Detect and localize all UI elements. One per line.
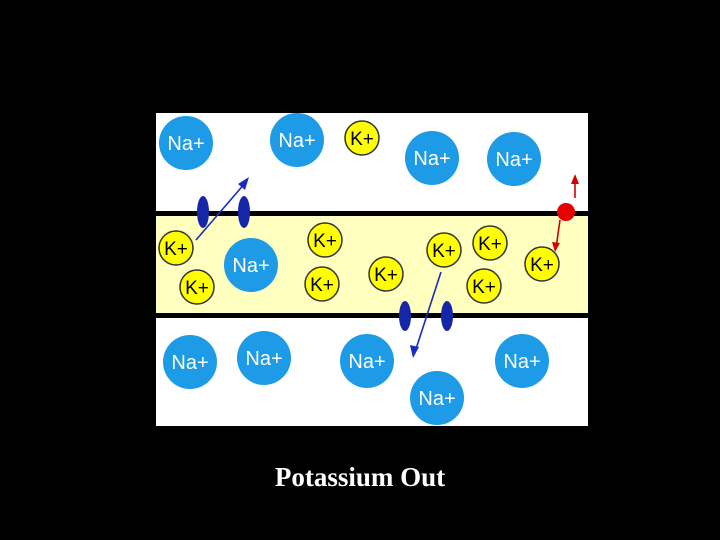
potassium-ion-label: K+: [313, 231, 337, 252]
pump-body: [557, 203, 575, 221]
sodium-ion-label: Na+: [348, 351, 385, 373]
potassium-ion-label: K+: [478, 234, 502, 255]
sodium-ion-label: Na+: [232, 255, 269, 277]
sodium-ion-label: Na+: [245, 348, 282, 370]
sodium-ion-label: Na+: [171, 352, 208, 374]
potassium-ion-label: K+: [530, 255, 554, 276]
potassium-ion-label: K+: [432, 241, 456, 262]
sodium-ion-label: Na+: [503, 351, 540, 373]
sodium-ion-label: Na+: [413, 148, 450, 170]
potassium-ion-label: K+: [374, 265, 398, 286]
sodium-ion-label: Na+: [495, 149, 532, 171]
potassium-ion-label: K+: [164, 239, 188, 260]
channel-gate: [399, 301, 411, 331]
channel-gate: [197, 196, 209, 228]
potassium-ion-label: K+: [310, 275, 334, 296]
potassium-ion-label: K+: [472, 277, 496, 298]
channel-gate: [238, 196, 250, 228]
sodium-ion-label: Na+: [278, 130, 315, 152]
caption: Potassium Out: [0, 462, 720, 493]
sodium-ion-label: Na+: [167, 133, 204, 155]
potassium-ion-label: K+: [350, 129, 374, 150]
channel-gate: [441, 301, 453, 331]
sodium-ion-label: Na+: [418, 388, 455, 410]
potassium-ion-label: K+: [185, 278, 209, 299]
